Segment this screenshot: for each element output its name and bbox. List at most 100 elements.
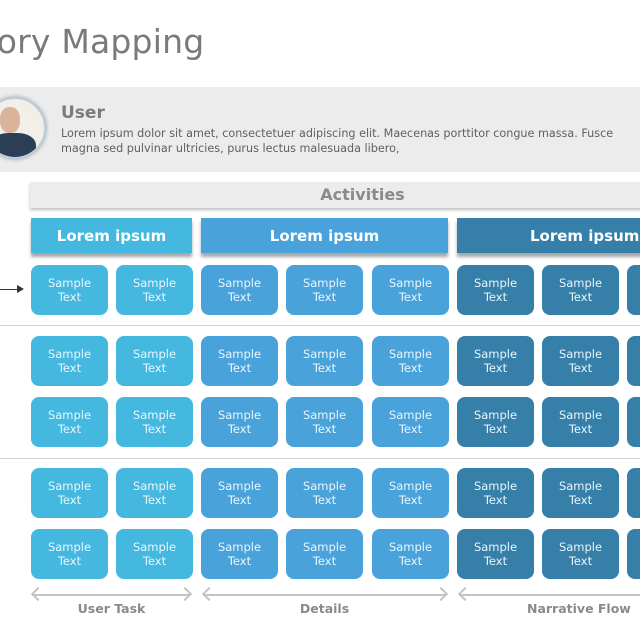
story-card-text-line-2: Text — [312, 290, 337, 304]
user-banner — [0, 87, 640, 172]
story-card-text-line-1: Sample — [217, 408, 262, 422]
story-card-text-line-2: Text — [227, 554, 252, 568]
story-card-text-line-2: Text — [483, 361, 508, 375]
story-card-text-line-1: Sample — [558, 479, 603, 493]
story-card-text-line-2: Text — [398, 554, 423, 568]
story-card-text-line-2: Text — [312, 493, 337, 507]
story-card-text-line-2: Text — [483, 493, 508, 507]
avatar-body-icon — [0, 133, 36, 157]
story-card-text-line-1: Sample — [302, 540, 347, 554]
story-card-text-line-2: Text — [57, 361, 82, 375]
story-card-text-line-1: Sample — [132, 276, 177, 290]
narrative-flow-arrow — [459, 594, 640, 596]
story-card-text-line-1: Sample — [132, 347, 177, 361]
story-card-text-line-1: Sample — [388, 276, 433, 290]
user-description-line-1: Lorem ipsum dolor sit amet, consectetuer… — [61, 127, 614, 140]
story-card-text-line-2: Text — [568, 493, 593, 507]
story-card-text-line-2: Text — [227, 422, 252, 436]
story-card-text-line-1: Sample — [388, 408, 433, 422]
story-card-text-line-2: Text — [568, 290, 593, 304]
story-card-text-line-2: Text — [227, 361, 252, 375]
arrow-right-icon — [433, 586, 449, 602]
story-card-text-line-1: Sample — [47, 276, 92, 290]
flow-label-narrative-flow: Narrative Flow — [527, 601, 631, 616]
story-card-text-line-2: Text — [398, 422, 423, 436]
story-card-text-line-1: Sample — [217, 347, 262, 361]
story-card-text-line-1: Sample — [473, 276, 518, 290]
story-card-text-line-2: Text — [483, 422, 508, 436]
story-card-text-line-2: Text — [57, 422, 82, 436]
story-card-text-line-2: Text — [227, 493, 252, 507]
group-header-3: Lorem ipsum — [457, 218, 640, 253]
story-card-text-line-1: Sample — [302, 276, 347, 290]
arrow-left-icon — [457, 586, 473, 602]
story-card-text-line-1: Sample — [388, 347, 433, 361]
story-card-text-line-1: Sample — [47, 347, 92, 361]
arrow-right-icon — [17, 285, 24, 293]
story-card-text-line-2: Text — [568, 422, 593, 436]
story-card-text-line-1: Sample — [132, 540, 177, 554]
story-card-text-line-1: Sample — [217, 479, 262, 493]
story-card-text-line-1: Sample — [473, 540, 518, 554]
story-card-text-line-2: Text — [57, 554, 82, 568]
story-card-text-line-2: Text — [568, 361, 593, 375]
story-card-text-line-1: Sample — [217, 540, 262, 554]
story-card-text-line-1: Sample — [217, 276, 262, 290]
flow-label-user-task: User Task — [77, 601, 146, 616]
story-card-text-line-2: Text — [227, 290, 252, 304]
story-card-text-line-1: Sample — [47, 479, 92, 493]
story-card-text-line-2: Text — [57, 290, 82, 304]
story-card-text-line-1: Sample — [302, 479, 347, 493]
arrow-right-icon — [177, 586, 193, 602]
story-card-text-line-1: Sample — [302, 408, 347, 422]
story-card-text-line-2: Text — [142, 554, 167, 568]
story-card-text-line-1: Sample — [302, 347, 347, 361]
user-task-arrow — [32, 594, 190, 596]
story-card-text-line-1: Sample — [473, 347, 518, 361]
story-card-text-line-1: Sample — [388, 540, 433, 554]
story-card-text-line-1: Sample — [132, 479, 177, 493]
group-header-2: Lorem ipsum — [201, 218, 448, 253]
story-card-text-line-2: Text — [312, 361, 337, 375]
story-card-text-line-2: Text — [398, 290, 423, 304]
activities-bar: Activities — [30, 182, 640, 208]
story-card-text-line-1: Sample — [388, 479, 433, 493]
story-card-text-line-1: Sample — [47, 540, 92, 554]
activities-label: Activities — [320, 185, 405, 204]
group-header-1: Lorem ipsum — [31, 218, 192, 253]
story-card-text-line-2: Text — [568, 554, 593, 568]
backbone-arrow-line — [0, 289, 22, 290]
